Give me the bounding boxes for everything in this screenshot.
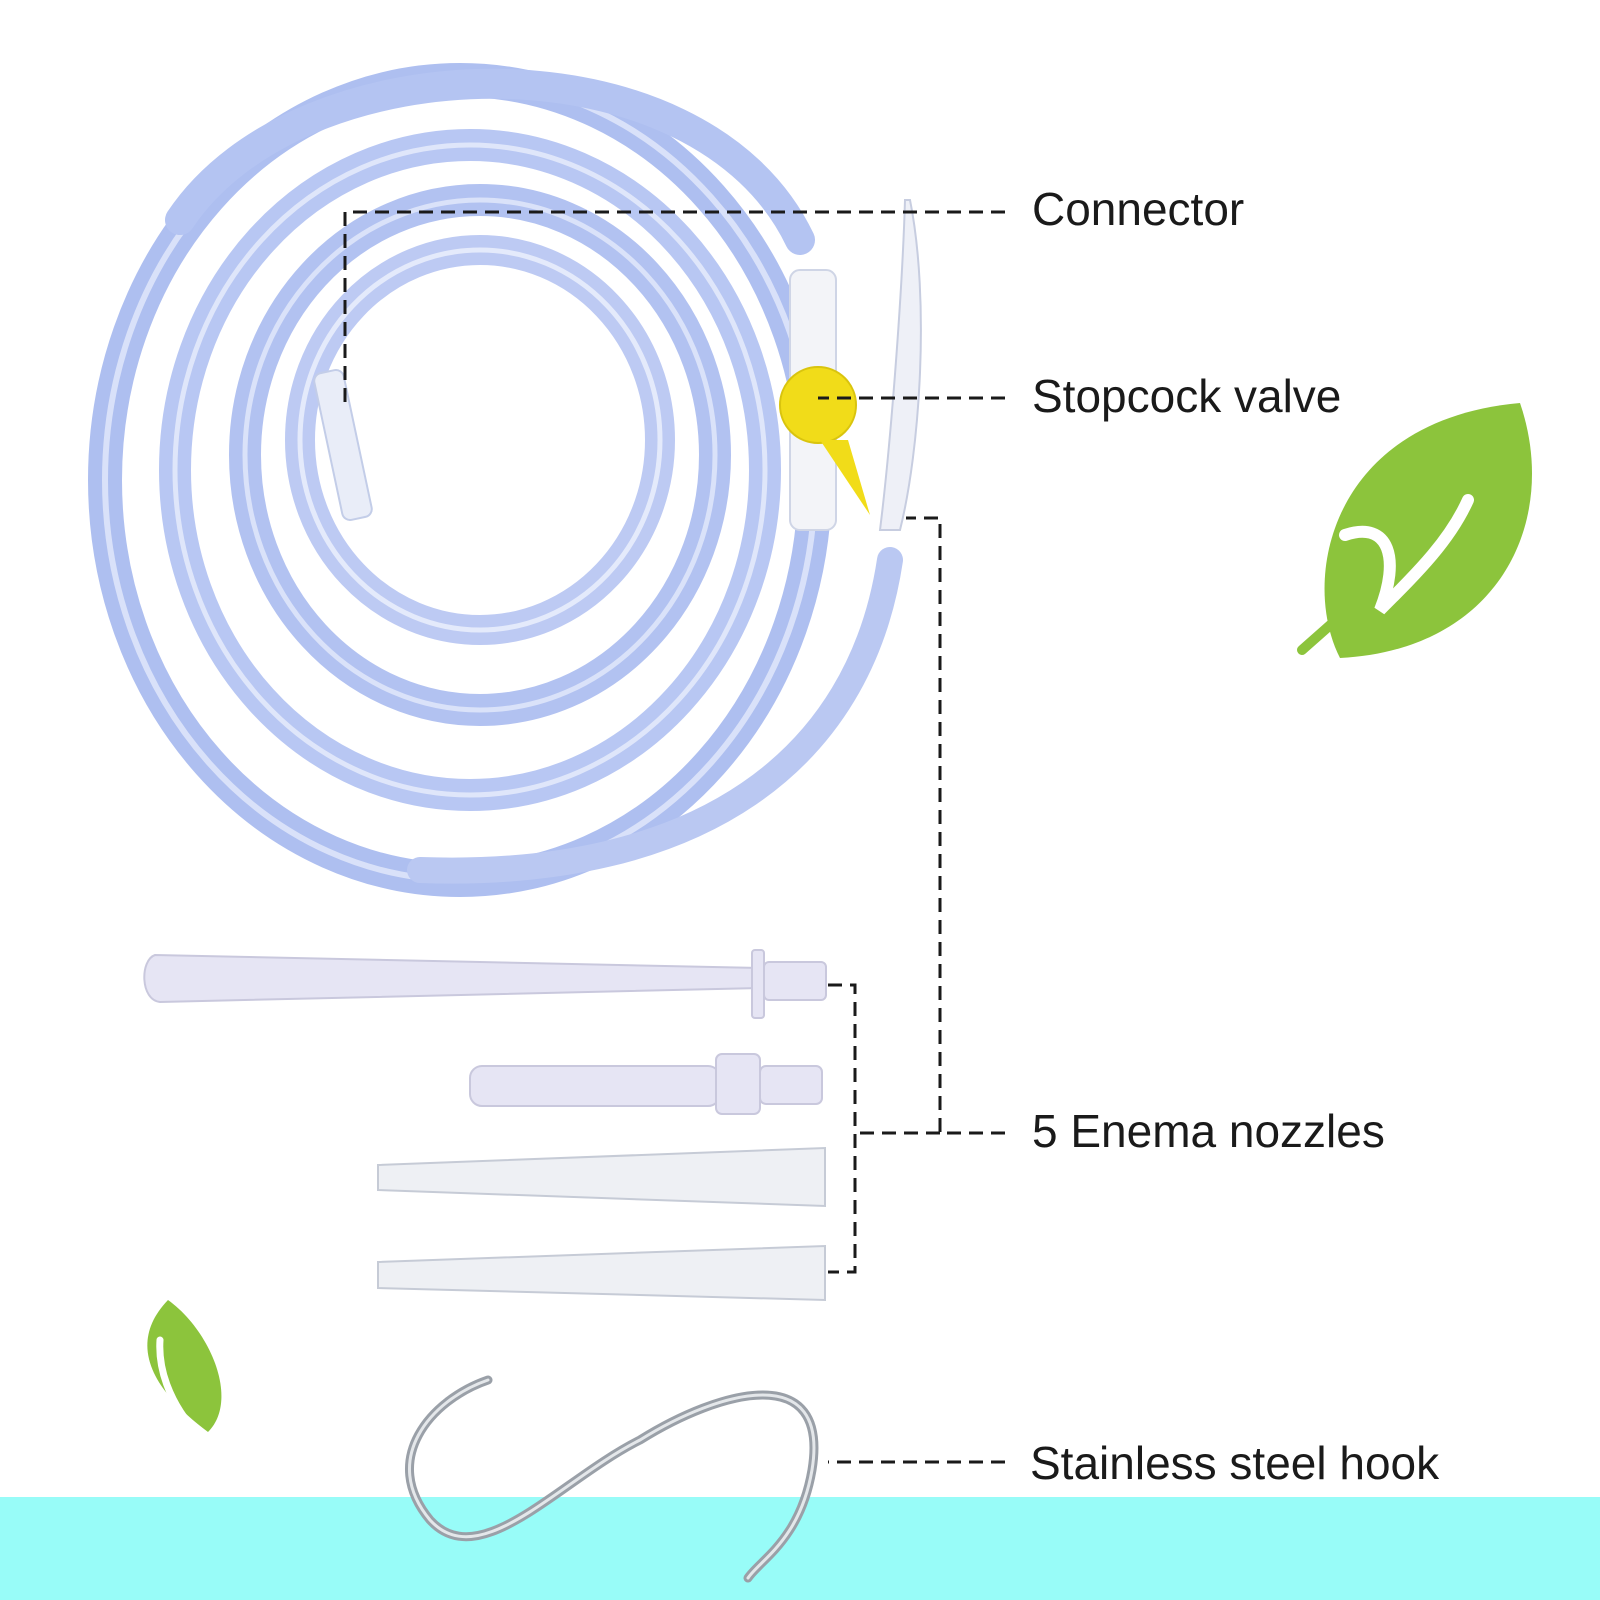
- nozzle-4: [377, 1244, 826, 1302]
- coiled-tube: [88, 63, 903, 897]
- leader-connector: [343, 210, 1005, 405]
- leader-nozzles-bracket: [828, 983, 940, 1274]
- nozzle-2: [469, 1053, 823, 1115]
- small-leaf-icon: [147, 1300, 222, 1432]
- label-enema-nozzles: 5 Enema nozzles: [1032, 1105, 1385, 1157]
- large-leaf-icon: [1297, 403, 1532, 658]
- nozzle-1: [143, 949, 827, 1019]
- label-stainless-steel-hook: Stainless steel hook: [1030, 1437, 1440, 1489]
- leader-nozzles-top: [906, 516, 1005, 1135]
- attached-nozzle: [878, 199, 922, 531]
- s-hook: [405, 1375, 819, 1583]
- leader-lines: [343, 210, 1005, 1464]
- label-connector: Connector: [1032, 183, 1245, 235]
- stopcock-valve: [779, 366, 870, 515]
- nozzle-3: [377, 1146, 826, 1208]
- tube-end-fitting: [313, 369, 373, 521]
- label-stopcock-valve: Stopcock valve: [1032, 370, 1342, 422]
